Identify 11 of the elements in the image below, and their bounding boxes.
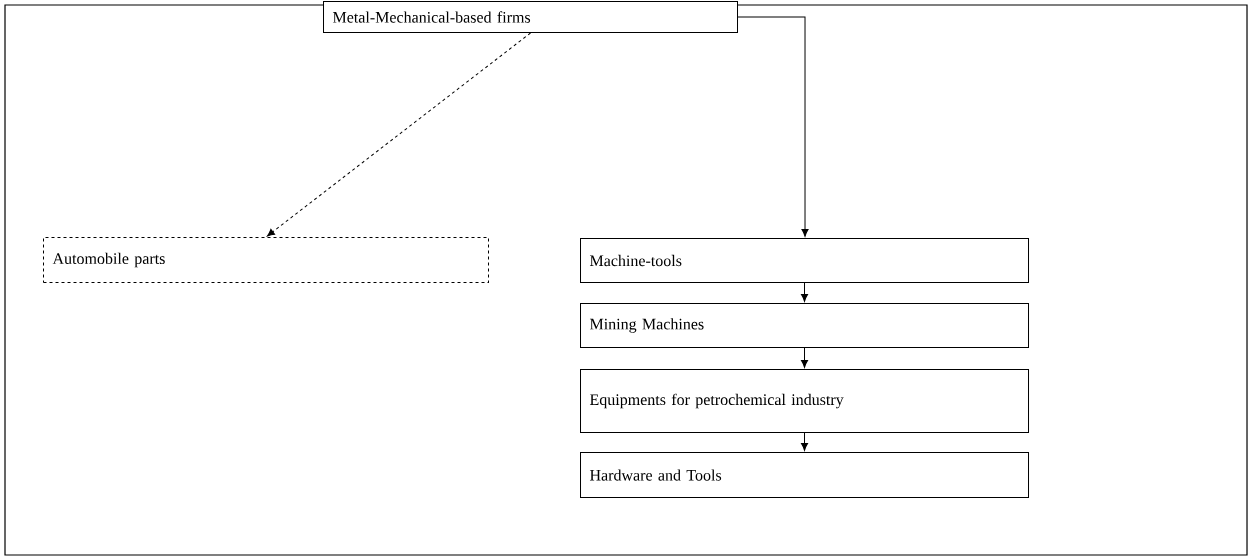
- arrow: [737, 16, 809, 237]
- arrow: [266, 32, 531, 237]
- arrow: [800, 282, 809, 302]
- dashed-box: Automobile parts: [43, 237, 489, 283]
- process-box: Metal-Mechanical-based firms: [323, 1, 738, 33]
- process-box: Hardware and Tools: [580, 452, 1029, 498]
- process-box: Mining Machines: [580, 303, 1029, 348]
- arrow: [800, 347, 809, 368]
- process-box: Equipments for petrochemical industry: [580, 369, 1029, 433]
- process-box: Machine-tools: [580, 238, 1029, 283]
- arrow: [800, 432, 809, 451]
